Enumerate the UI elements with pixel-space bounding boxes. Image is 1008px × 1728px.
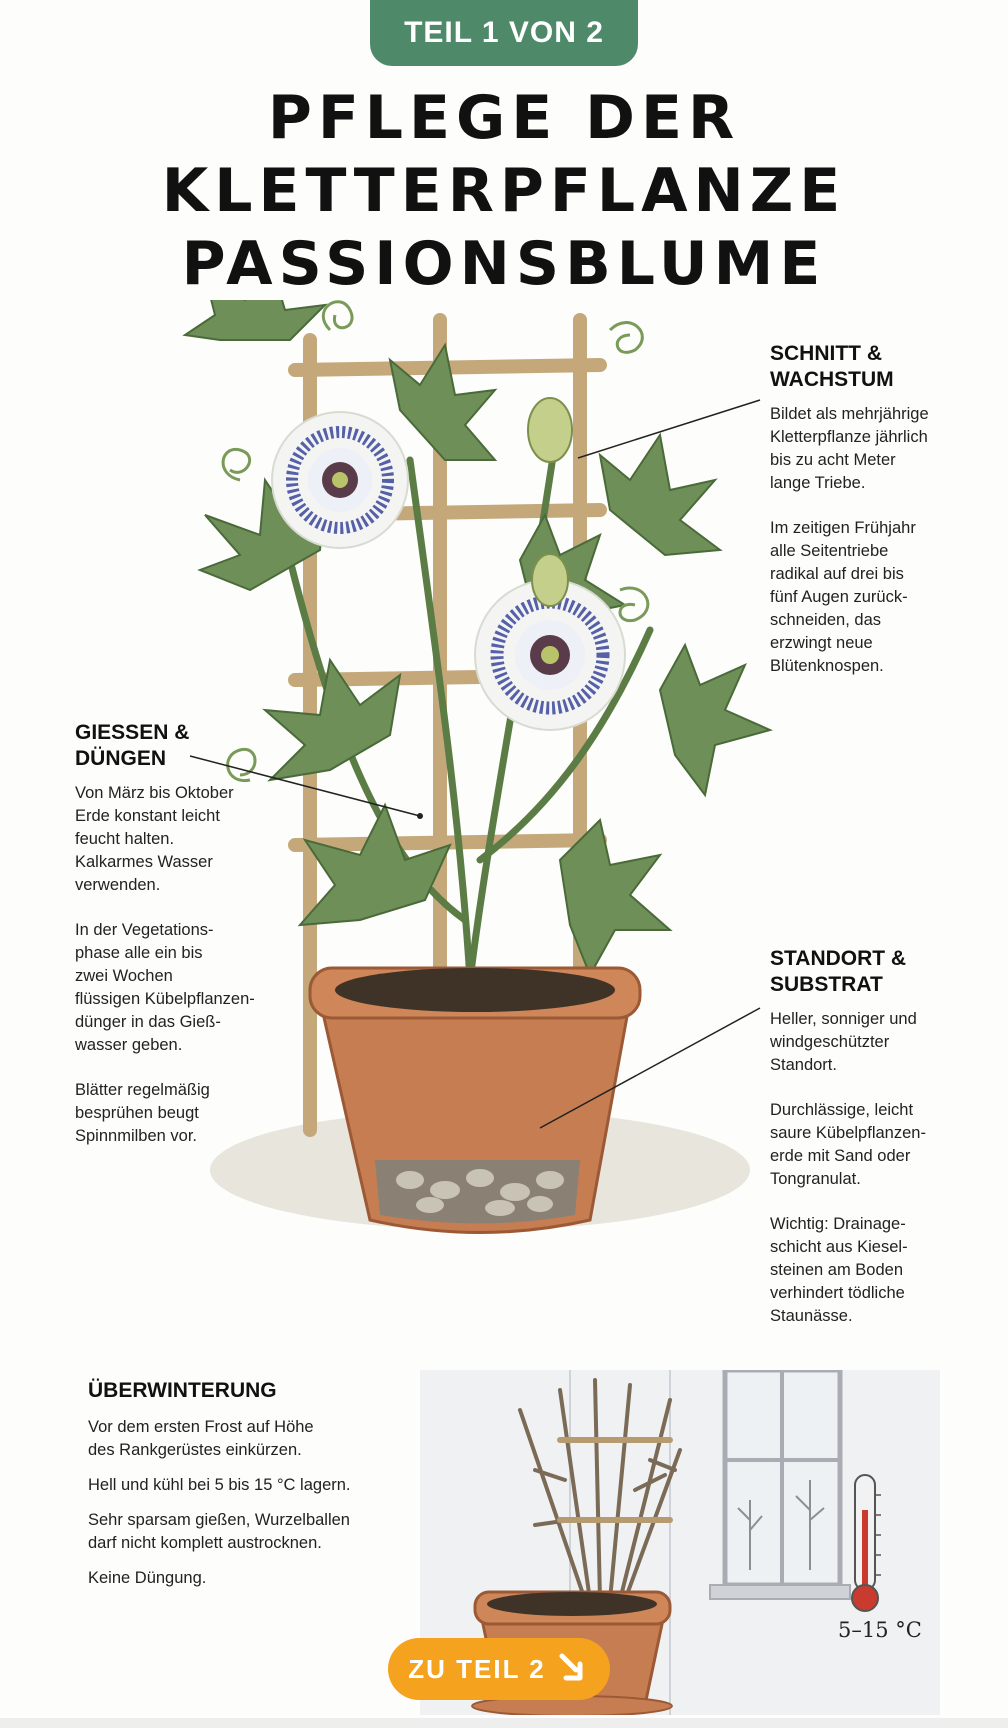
section-paragraph: Bildet als mehrjährige Kletterpflanze jä…	[770, 405, 929, 492]
passionflower-bloom	[474, 579, 626, 731]
part-badge: TEIL 1 VON 2	[370, 0, 638, 66]
thermometer-icon	[851, 1474, 881, 1612]
page-title-line: PFLEGE DER	[267, 83, 741, 153]
page-title-line: PASSIONSBLUME	[181, 229, 827, 299]
section-heading-line: SCHNITT &	[770, 342, 882, 365]
passionflower-illustration	[182, 300, 773, 1234]
section-ueberwinterung: ÜBERWINTERUNG Vor dem ersten Frost auf H…	[88, 1378, 418, 1602]
section-schnitt-wachstum: SCHNITT & WACHSTUM Bildet als mehrjährig…	[770, 341, 1000, 700]
window	[709, 1370, 851, 1600]
section-paragraph: Keine Düngung.	[88, 1569, 207, 1587]
section-paragraph: Durchlässige, leicht saure Kübelpflanzen…	[770, 1101, 926, 1188]
section-heading-line: DÜNGEN	[75, 747, 167, 770]
section-heading-line: WACHSTUM	[770, 368, 894, 391]
page-title: PFLEGE DER KLETTERPFLANZE PASSIONSBLUME	[0, 82, 1008, 301]
flower-bud	[527, 397, 573, 463]
next-part-button-label: ZU TEIL 2	[408, 1653, 546, 1684]
part-badge-label: TEIL 1 VON 2	[404, 16, 604, 49]
leader-lines	[189, 399, 761, 1129]
section-paragraph: Hell und kühl bei 5 bis 15 °C lagern.	[88, 1476, 351, 1494]
temperature-label: 5–15 °C	[838, 1618, 922, 1642]
section-standort-substrat: STANDORT & SUBSTRAT Heller, sonniger und…	[770, 946, 1000, 1350]
section-paragraph: Im zeitigen Frühjahr alle Seitentriebe r…	[770, 519, 916, 675]
section-heading: SCHNITT & WACHSTUM	[770, 341, 1000, 393]
winter-storage-illustration	[420, 1370, 940, 1715]
section-heading-line: SUBSTRAT	[770, 973, 883, 996]
arrow-down-right-icon	[559, 1653, 583, 1681]
terracotta-pot	[308, 966, 642, 1234]
section-paragraph: Blätter regelmäßig besprühen beugt Spinn…	[75, 1081, 210, 1145]
section-paragraph: In der Vegetations- phase alle ein bis z…	[75, 921, 255, 1054]
section-heading-line: GIESSEN &	[75, 721, 190, 744]
footer-bar	[0, 1718, 1008, 1728]
section-paragraph: Heller, sonniger und windgeschützter Sta…	[770, 1010, 917, 1074]
section-heading: ÜBERWINTERUNG	[88, 1378, 418, 1404]
section-paragraph: Wichtig: Drainage- schicht aus Kiesel- s…	[770, 1215, 908, 1325]
section-paragraph: Von März bis Oktober Erde konstant leich…	[75, 784, 234, 894]
section-heading-line: STANDORT &	[770, 947, 907, 970]
passionflower-bloom	[271, 411, 409, 549]
section-giessen-duengen: GIESSEN & DÜNGEN Von März bis Oktober Er…	[75, 720, 315, 1170]
flower-bud	[531, 553, 569, 607]
section-heading: STANDORT & SUBSTRAT	[770, 946, 1000, 998]
section-heading-line: ÜBERWINTERUNG	[88, 1379, 277, 1402]
section-paragraph: Vor dem ersten Frost auf Höhe des Rankge…	[88, 1418, 314, 1459]
next-part-button[interactable]: ZU TEIL 2	[388, 1638, 610, 1700]
section-heading: GIESSEN & DÜNGEN	[75, 720, 315, 772]
section-paragraph: Sehr sparsam gießen, Wurzelballen darf n…	[88, 1511, 350, 1552]
page-title-line: KLETTERPFLANZE	[161, 156, 847, 226]
